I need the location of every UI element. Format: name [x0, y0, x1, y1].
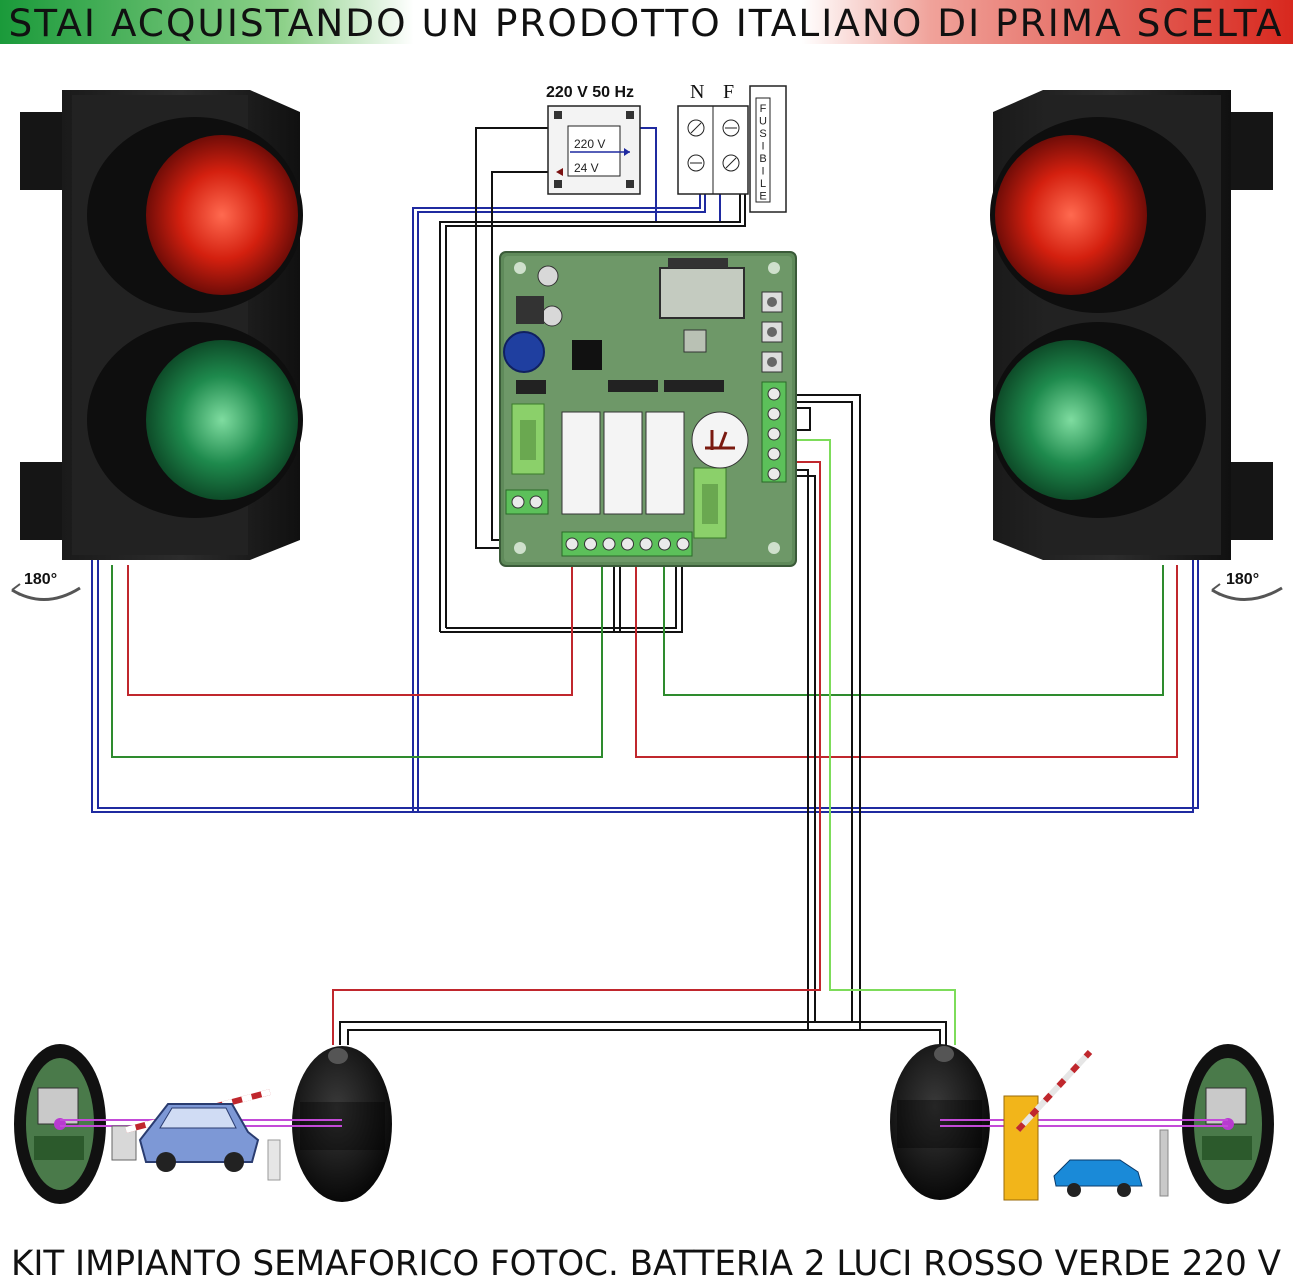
- terminal-screw-right: [767, 427, 781, 441]
- red-wire-photo: [332, 461, 821, 1045]
- rotation-left: 180°: [11, 571, 81, 601]
- black-wire-pcb-bottom: [440, 560, 683, 633]
- terminal-screw-bottom: [602, 537, 616, 551]
- terminal-screw-bottom: [676, 537, 690, 551]
- photocell-transmitter-left: [292, 1046, 392, 1202]
- relay-2: [603, 411, 643, 515]
- traffic-light-left: [20, 90, 303, 560]
- transformer: 220 V 24 V: [547, 105, 641, 195]
- red-lamp-left: [146, 135, 298, 295]
- black-wire-mains-2: [445, 192, 746, 628]
- terminal-screw-bottom: [584, 537, 597, 551]
- photocell-receiver-left: [14, 1044, 106, 1204]
- footer-title: KIT IMPIANTO SEMAFORICO FOTOC. BATTERIA …: [11, 1244, 1281, 1284]
- fuse-letter: I: [761, 141, 764, 153]
- black-wire-mains: [439, 192, 741, 632]
- right-boom-barrier: [1003, 1049, 1169, 1201]
- terminal-screw-bottom: [565, 537, 579, 551]
- terminal-screw-bottom: [621, 537, 634, 551]
- black-wire-photo-4: [790, 475, 947, 1045]
- rotation-left-label: 180°: [24, 571, 57, 588]
- fuse-letter: S: [759, 128, 766, 140]
- italian-flag-band: [0, 0, 1293, 44]
- rotation-right-label: 180°: [1226, 571, 1259, 588]
- red-wire-left-lamp: [127, 560, 573, 696]
- black-wire-photo-3: [790, 469, 941, 1045]
- terminal-screw-left: [511, 495, 525, 509]
- header-banner: STAI ACQUISTANDO UN PRODOTTO ITALIANO DI…: [0, 0, 1293, 45]
- transformer-out-label: 24 V: [574, 161, 599, 175]
- banner-title: STAI ACQUISTANDO UN PRODOTTO ITALIANO DI…: [9, 2, 1284, 45]
- green-lamp-right: [995, 340, 1147, 500]
- relay-3: [645, 411, 685, 515]
- blue-wire-vertical-2: [417, 192, 706, 812]
- board-buttons[interactable]: [761, 291, 783, 373]
- control-board: [499, 251, 797, 567]
- fuse-letter: B: [759, 153, 766, 165]
- manufacturer-seal: [691, 411, 749, 469]
- lcd-display: [659, 267, 745, 319]
- wires: [91, 127, 1199, 1045]
- green-lamp-left: [146, 340, 298, 500]
- phase-label: F: [723, 81, 734, 103]
- red-wire-right-lamp: [635, 560, 1178, 758]
- fuse-letter: E: [759, 191, 766, 203]
- black-wire-pcb-right: [790, 407, 811, 431]
- blue-wire-vertical: [412, 190, 701, 812]
- power-section: 220 V 50 Hz 220 V 24 V N F: [546, 81, 787, 213]
- terminal-screw-bottom: [658, 537, 671, 551]
- blue-wire-left-2: [97, 560, 1199, 809]
- fuse-letter: U: [759, 116, 767, 128]
- photocell-transmitter-right: [890, 1044, 990, 1200]
- terminal-screw-right: [767, 407, 781, 421]
- fuse-letter: L: [760, 178, 766, 190]
- light-green-wire-photo: [790, 439, 956, 1045]
- black-wire-pcb-bottom-2: [446, 560, 677, 629]
- fuse-letter: I: [761, 166, 764, 178]
- transformer-in-label: 220 V: [574, 137, 605, 151]
- terminal-block-nf: N F: [677, 81, 749, 195]
- rotation-right: 180°: [1211, 571, 1283, 601]
- terminal-screw-right: [767, 387, 781, 401]
- green-wire-right-lamp: [663, 560, 1164, 696]
- left-car-barrier: [111, 1089, 281, 1181]
- green-wire-left-lamp: [111, 560, 603, 758]
- terminal-screw-right: [767, 447, 781, 461]
- red-lamp-right: [995, 135, 1147, 295]
- terminal-screw-bottom: [639, 537, 653, 551]
- terminal-screw-left: [529, 495, 543, 509]
- relays: [561, 411, 685, 515]
- neutral-label: N: [690, 81, 704, 103]
- photocell-receiver-right: [1182, 1044, 1274, 1204]
- fuse-letter: F: [760, 103, 767, 115]
- terminal-screw-right: [767, 467, 781, 481]
- supply-label: 220 V 50 Hz: [546, 84, 634, 101]
- blue-wire-left-1: [91, 560, 1194, 813]
- relay-1: [561, 411, 601, 515]
- traffic-light-right: [990, 90, 1273, 560]
